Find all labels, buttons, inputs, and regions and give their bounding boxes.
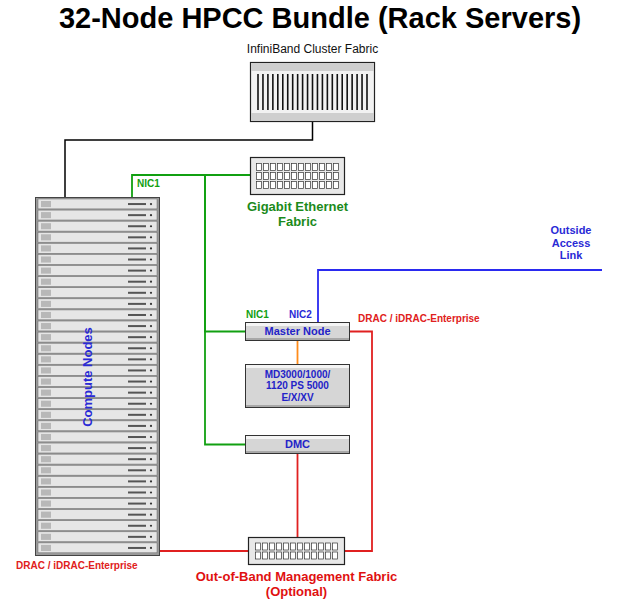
device-illustration bbox=[248, 537, 345, 565]
network-link bbox=[160, 550, 248, 552]
node-label: Gigabit Ethernet Fabric bbox=[233, 200, 363, 230]
node-label: Master Node bbox=[264, 325, 330, 338]
management-label: DRAC / iDRAC-Enterprise bbox=[358, 313, 480, 325]
management-label: DRAC / iDRAC-Enterprise bbox=[16, 560, 138, 572]
device-illustration bbox=[245, 322, 350, 341]
node-label: DMC bbox=[285, 438, 310, 451]
management-switch: Out-of-Band Management Fabric (Optional) bbox=[248, 537, 345, 565]
network-link bbox=[205, 175, 250, 332]
link-label: Outside Access Link bbox=[543, 224, 599, 262]
network-link bbox=[345, 332, 372, 552]
network-link bbox=[65, 122, 313, 197]
node-label: MD3000/1000/ 1120 PS 5000 E/X/XV bbox=[256, 369, 340, 404]
outside-access-line bbox=[318, 270, 602, 322]
port-label: NIC1 bbox=[137, 178, 160, 190]
master-node-box: Master Node bbox=[245, 322, 350, 341]
device-illustration bbox=[250, 157, 345, 195]
diagram-title: 32-Node HPCC Bundle (Rack Servers) bbox=[0, 2, 640, 35]
node-label: InfiniBand Cluster Fabric bbox=[213, 43, 413, 57]
infiniband-switch: InfiniBand Cluster Fabric bbox=[250, 62, 375, 122]
port-label: NIC2 bbox=[289, 309, 312, 321]
device-illustration bbox=[245, 435, 350, 454]
device-illustration bbox=[250, 62, 375, 122]
device-illustration bbox=[245, 364, 350, 408]
node-label: Out-of-Band Management Fabric (Optional) bbox=[189, 570, 404, 600]
device-illustration bbox=[35, 197, 160, 556]
dmc-box: DMC bbox=[245, 435, 350, 454]
network-link bbox=[205, 175, 250, 445]
network-link bbox=[297, 341, 299, 364]
storage-array-box: MD3000/1000/ 1120 PS 5000 E/X/XV bbox=[245, 364, 350, 408]
ethernet-switch: Gigabit Ethernet Fabric bbox=[250, 157, 345, 195]
network-link bbox=[297, 454, 299, 537]
node-label: Compute Nodes bbox=[80, 327, 95, 427]
compute-rack: Compute Nodes bbox=[35, 197, 160, 556]
port-label: NIC1 bbox=[246, 309, 269, 321]
network-link bbox=[132, 175, 250, 197]
